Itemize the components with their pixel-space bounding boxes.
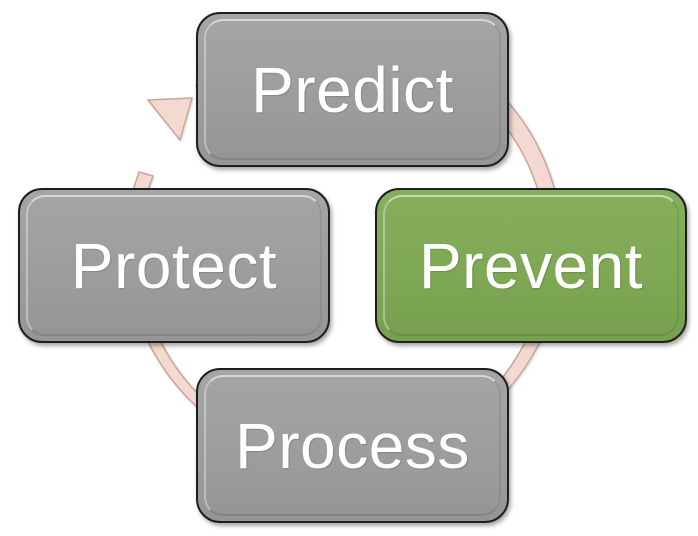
node-predict-label: Predict	[251, 53, 454, 126]
node-prevent-label: Prevent	[418, 229, 644, 302]
node-prevent: Prevent	[375, 188, 687, 343]
node-protect: Protect	[18, 188, 330, 343]
node-predict: Predict	[196, 12, 509, 167]
cycle-arc	[125, 27, 563, 465]
node-protect-label: Protect	[70, 229, 278, 302]
node-process: Process	[196, 368, 509, 523]
cycle-arrowhead	[146, 97, 194, 142]
node-process-label: Process	[235, 409, 470, 482]
